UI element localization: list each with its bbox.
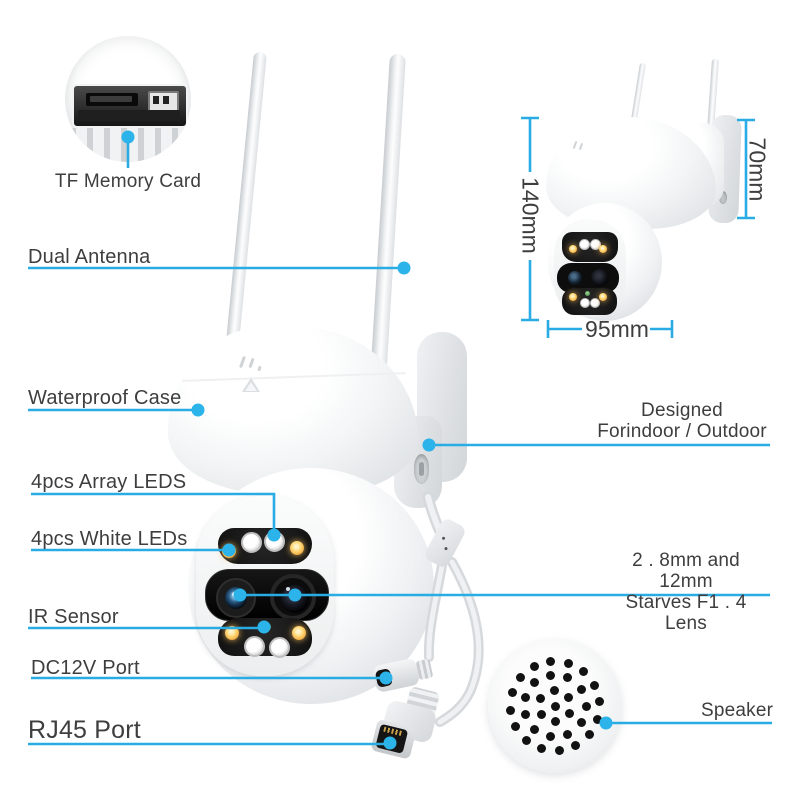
speaker-hole (537, 744, 547, 754)
callout-waterproof-case: Waterproof Case (28, 387, 182, 409)
speaker-hole (564, 709, 574, 719)
speaker-hole (590, 680, 600, 690)
mount-screw-hole (414, 454, 429, 484)
dimension-95mm: 95mm (585, 316, 649, 342)
callout-ir-sensor: IR Sensor (28, 606, 119, 628)
speaker-hole (564, 693, 574, 703)
array-led (241, 532, 262, 553)
tf-card (90, 96, 132, 102)
dimension-70mm: 70mm (744, 137, 771, 202)
dual-antenna-dot (397, 261, 411, 275)
white-light-led (290, 541, 304, 555)
speaker-hole (546, 656, 556, 666)
mini-left-antenna (630, 62, 646, 125)
rj45-cable (435, 557, 484, 727)
speaker-hole (536, 693, 546, 703)
speaker-hole (507, 688, 517, 698)
array-led (264, 531, 285, 552)
speaker-hole (550, 685, 560, 695)
callout-designed: Designed Forindoor / Outdoor (597, 400, 767, 442)
callout-white-leds: 4pcs White LEDs (31, 528, 188, 550)
speaker-hole (576, 718, 586, 728)
dome-mark (239, 355, 246, 369)
speaker-hole (563, 673, 573, 683)
speaker-photo (488, 639, 622, 773)
dome-triangle-inner (245, 382, 257, 391)
callout-tf-memory-card: TF Memory Card (54, 171, 202, 192)
mini-face (554, 219, 626, 317)
speaker-hole (529, 661, 539, 671)
speaker-hole (505, 705, 515, 715)
white-light-led (292, 626, 306, 640)
speaker-holes (488, 639, 622, 773)
lens-12mm (270, 574, 316, 620)
card-compartment (72, 84, 188, 128)
speaker-hole (515, 672, 525, 682)
tf-card-inset-photo (65, 36, 191, 162)
lens-spec-line1: 2 . 8mm and 12mm (632, 550, 740, 592)
speaker-hole (581, 701, 591, 711)
callout-dc12v-port: DC12V Port (31, 657, 140, 679)
camera-face-panel (196, 496, 334, 676)
dimension-140mm: 140mm (517, 177, 544, 254)
callout-rj45-port: RJ45 Port (28, 716, 141, 744)
speaker-hole (593, 714, 603, 724)
speaker-hole (579, 666, 589, 676)
callout-lens-spec: 2 . 8mm and 12mm Starves F1 . 4 Lens (603, 550, 769, 634)
tf-card-slot (86, 93, 138, 106)
mini-mount-hole (719, 191, 727, 204)
white-light-led (222, 544, 236, 558)
array-led (244, 636, 265, 657)
dome-seam (182, 372, 406, 382)
reset-connector (148, 91, 179, 112)
speaker-hole (520, 692, 530, 702)
speaker-hole (595, 697, 605, 707)
callout-array-leds: 4pcs Array LEDS (31, 471, 187, 493)
dome-mark (257, 365, 262, 372)
white-light-led (225, 626, 239, 640)
speaker-hole (554, 746, 564, 756)
left-antenna (223, 51, 267, 370)
dual-lens-housing (205, 569, 329, 621)
speaker-hole (571, 741, 581, 751)
designed-line1: Designed (641, 400, 723, 421)
callout-speaker: Speaker (701, 700, 774, 721)
speaker-hole (563, 729, 573, 739)
speaker-hole (563, 658, 573, 668)
dome-mark (248, 357, 255, 369)
speaker-hole (520, 710, 530, 720)
mini-camera-photo (540, 55, 760, 325)
ir-sensor-led (263, 623, 271, 631)
callout-dual-antenna: Dual Antenna (28, 246, 151, 268)
array-led (269, 637, 290, 658)
designed-line2: Forindoor / Outdoor (597, 421, 767, 442)
speaker-hole (510, 722, 520, 732)
speaker-hole (576, 684, 586, 694)
pcb-edge (78, 110, 180, 121)
speaker-hole (546, 732, 556, 742)
speaker-hole (530, 724, 540, 734)
speaker-hole (536, 709, 546, 719)
speaker-hole (546, 670, 556, 680)
speaker-hole (521, 736, 531, 746)
speaker-hole (530, 678, 540, 688)
waterproof-dome (168, 326, 418, 494)
speaker-hole (550, 701, 560, 711)
vent-ribs (70, 128, 186, 162)
lens-2.8mm (216, 578, 256, 618)
speaker-hole (550, 717, 560, 727)
speaker-hole (585, 730, 595, 740)
lens-spec-line2: Starves F1 . 4 Lens (625, 592, 747, 634)
